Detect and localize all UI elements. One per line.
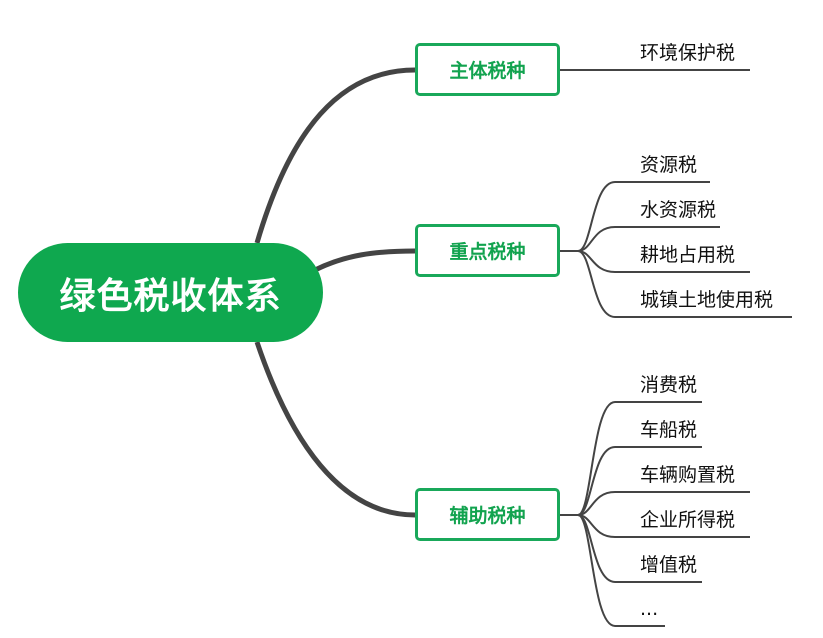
branch-3-leaf-6-line [577, 514, 665, 627]
leaf-consumption-tax[interactable]: 消费税 [640, 374, 698, 396]
branch-3-leaf-3-line [577, 491, 750, 516]
leaf-urban-land-tax[interactable]: 城镇土地使用税 [640, 289, 774, 311]
root-to-branch-2-line [313, 248, 416, 273]
leaf-vehicle-vessel-tax[interactable]: 车船税 [640, 419, 698, 441]
branch-node-main-tax[interactable]: 主体税种 [415, 43, 560, 96]
leaf-vehicle-purchase-tax[interactable]: 车辆购置税 [640, 464, 736, 486]
leaf-corporate-income-tax[interactable]: 企业所得税 [640, 509, 736, 531]
branch-2-leaf-1-line [577, 181, 710, 252]
leaf-ellipsis[interactable]: ... [640, 598, 659, 620]
branch-node-key-tax[interactable]: 重点税种 [415, 224, 560, 277]
branch-3-leaf-1-line [577, 401, 702, 516]
branch-2-leaf-2-line [577, 226, 720, 252]
root-to-branch-1-line [254, 67, 416, 244]
leaf-resource-tax[interactable]: 资源税 [640, 154, 698, 176]
leaf-vat[interactable]: 增值税 [640, 554, 698, 576]
leaf-farmland-tax[interactable]: 耕地占用税 [640, 244, 736, 266]
branch-node-auxiliary-tax[interactable]: 辅助税种 [415, 488, 560, 541]
branch-2-leaf-4-line [577, 250, 792, 318]
leaf-environmental-tax[interactable]: 环境保护税 [640, 42, 736, 64]
branch-3-leaf-2-line [577, 446, 702, 516]
root-node[interactable]: 绿色税收体系 [18, 243, 323, 342]
root-to-branch-3-line [254, 341, 416, 518]
leaf-water-resource-tax[interactable]: 水资源税 [640, 199, 717, 221]
